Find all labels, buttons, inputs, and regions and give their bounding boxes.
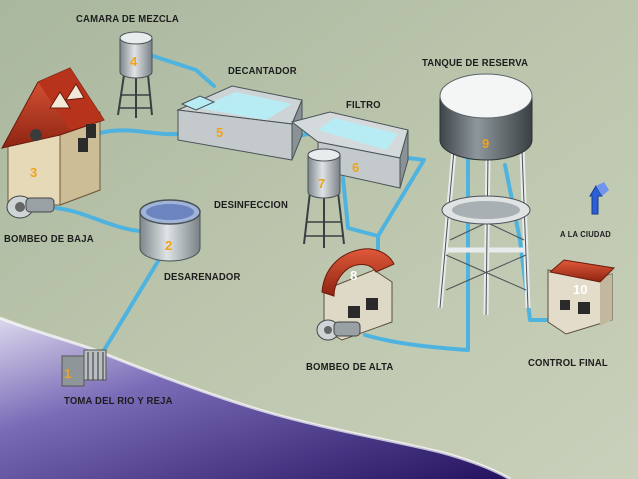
final-control-building: 10	[547, 259, 616, 335]
label-mixing-chamber: CAMARA DE MEZCLA	[76, 14, 179, 25]
pipe-disinfection-pump	[341, 176, 380, 254]
pipe-pump-mixing	[98, 128, 187, 137]
label-high-pump: BOMBEO DE ALTA	[306, 362, 394, 373]
reserve-tower: 9	[437, 73, 533, 316]
river	[0, 318, 510, 479]
label-disinfection: DESINFECCION	[214, 200, 289, 211]
disinfection-tank: 7	[303, 148, 345, 248]
to-city-arrow-icon	[589, 182, 609, 215]
sand-trap: 2	[139, 199, 201, 262]
river-bank	[0, 316, 511, 479]
number-settler: 5	[216, 125, 223, 140]
number-disinfection: 7	[318, 176, 325, 191]
number-intake: 1	[64, 366, 71, 381]
high-pump-house: 8	[316, 248, 395, 341]
number-control: 10	[573, 282, 587, 297]
pipe-sandtrap-pump	[54, 206, 152, 234]
label-to-city: A LA CIUDAD	[560, 230, 611, 239]
label-filter: FILTRO	[346, 100, 381, 111]
label-reserve-tank: TANQUE DE RESERVA	[422, 58, 529, 69]
number-high-pump: 8	[350, 268, 357, 283]
mixing-chamber: 4	[117, 31, 153, 118]
settler: 5	[176, 85, 303, 161]
number-low-pump: 3	[30, 165, 37, 180]
label-river-intake: TOMA DEL RIO Y REJA	[64, 396, 173, 407]
number-filter: 6	[352, 160, 359, 175]
label-sand-trap: DESARENADOR	[164, 272, 241, 283]
number-sand-trap: 2	[165, 238, 172, 253]
label-settler: DECANTADOR	[228, 66, 297, 77]
number-reserve: 9	[482, 136, 489, 151]
pipe-pump-reserve	[363, 138, 482, 352]
pipe-mixing-settler	[148, 53, 216, 88]
label-final-control: CONTROL FINAL	[528, 358, 608, 369]
river-intake: 1	[58, 349, 107, 387]
label-low-pump: BOMBEO DE BAJA	[4, 234, 94, 245]
number-mixing: 4	[130, 54, 138, 69]
low-pump-house: 3	[1, 67, 105, 219]
